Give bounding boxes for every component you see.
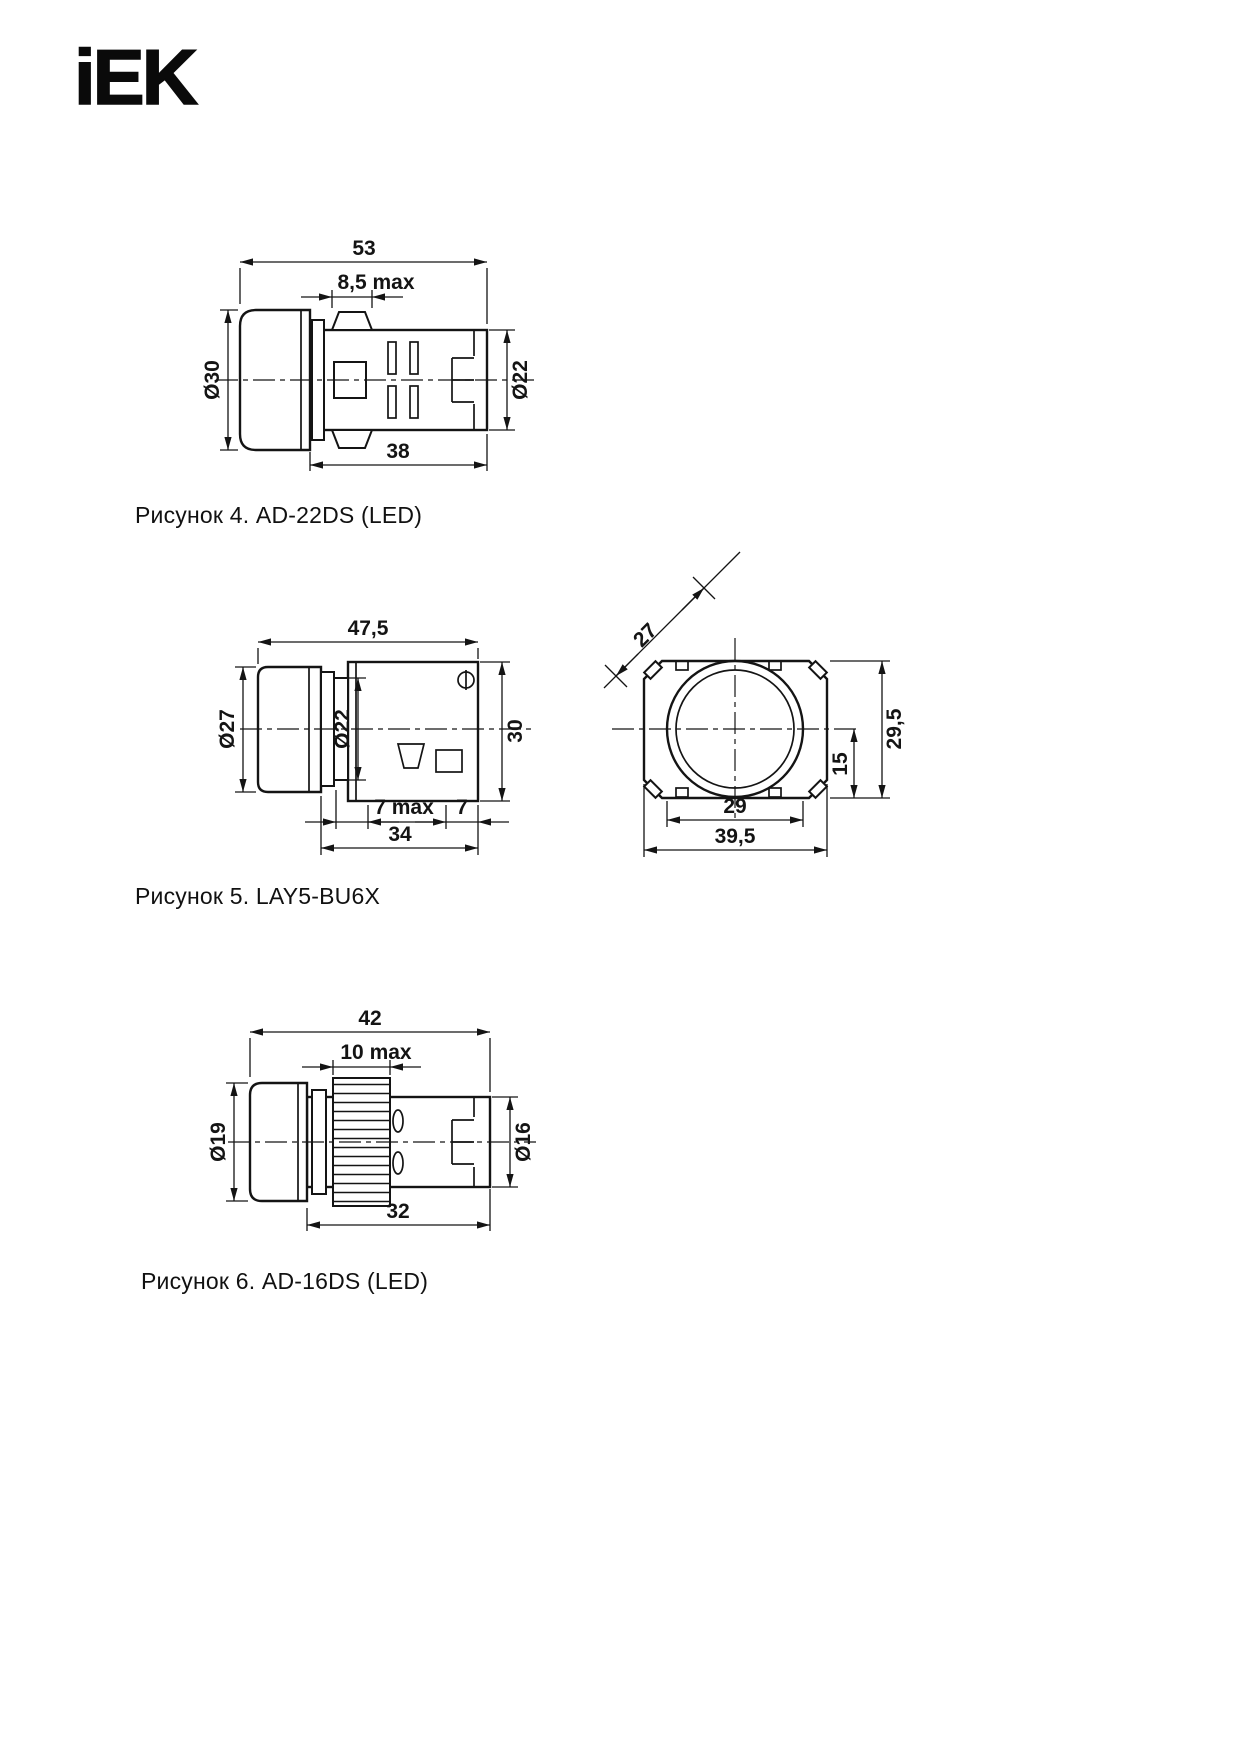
fig5-dim-cap-diameter: 27 <box>629 619 662 652</box>
fig5-corner-tab <box>642 659 664 681</box>
figure4-dimensions: 53 8,5 max Ø30 Ø22 38 <box>201 237 532 471</box>
figure5-side-view: 47,5 Ø27 Ø22 30 7 max <box>216 617 536 855</box>
fig5-dim-tail: 7 <box>456 796 468 819</box>
fig5-corner-tab <box>807 778 829 800</box>
figure4-caption: Рисунок 4. AD-22DS (LED) <box>135 502 423 528</box>
figure5-part <box>256 660 480 803</box>
fig5-terminal <box>435 749 463 773</box>
fig5-corner-tab <box>807 659 829 681</box>
fig6-dim-head-diameter: Ø19 <box>207 1122 230 1162</box>
figure6-dimensions: 42 10 max Ø19 Ø16 32 <box>207 1007 535 1231</box>
fig5-dim-flange-height: 29,5 <box>883 708 906 749</box>
fig4-dim-head-diameter: Ø30 <box>201 360 224 400</box>
fig5-dim-body-length: 34 <box>388 823 412 846</box>
fig4-dim-overall-width: 53 <box>352 237 375 260</box>
fig6-dim-body-length: 32 <box>386 1200 409 1223</box>
fig5-corner-tab <box>642 778 664 800</box>
figure5-front-view: 27 29,5 15 29 39,5 <box>603 551 906 857</box>
fig6-dim-panel-thickness: 10 max <box>340 1041 412 1064</box>
figure6-caption: Рисунок 6. AD-16DS (LED) <box>141 1268 429 1294</box>
brand-logo: iEK <box>73 33 199 121</box>
fig5-dim-rear-height: 30 <box>504 719 527 742</box>
fig5-dim-panel-thickness: 7 max <box>374 796 434 819</box>
fig5-dim-half-height: 15 <box>829 752 852 776</box>
fig4-nut-top <box>330 311 374 331</box>
fig5-rear-block <box>346 660 480 803</box>
fig5-dim-flange-width: 39,5 <box>715 825 756 848</box>
fig4-dim-body-length: 38 <box>386 440 410 463</box>
figure4-drawing: 53 8,5 max Ø30 Ø22 38 <box>201 237 534 471</box>
figure5-caption: Рисунок 5. LAY5-BU6X <box>135 883 381 909</box>
fig4-nut-bottom <box>330 429 374 449</box>
figure6-drawing: 42 10 max Ø19 Ø16 32 <box>207 1007 536 1231</box>
fig5-dim-overall-width: 47,5 <box>348 617 389 640</box>
fig4-dim-panel-thickness: 8,5 max <box>337 271 414 294</box>
fig5-latch <box>396 743 426 769</box>
fig5-dim-head-diameter: Ø27 <box>216 709 239 749</box>
fig6-dim-body-diameter: Ø16 <box>512 1122 535 1162</box>
figure5-side-dimensions: 47,5 Ø27 Ø22 30 7 max <box>216 617 527 855</box>
fig6-dim-overall-width: 42 <box>358 1007 381 1030</box>
